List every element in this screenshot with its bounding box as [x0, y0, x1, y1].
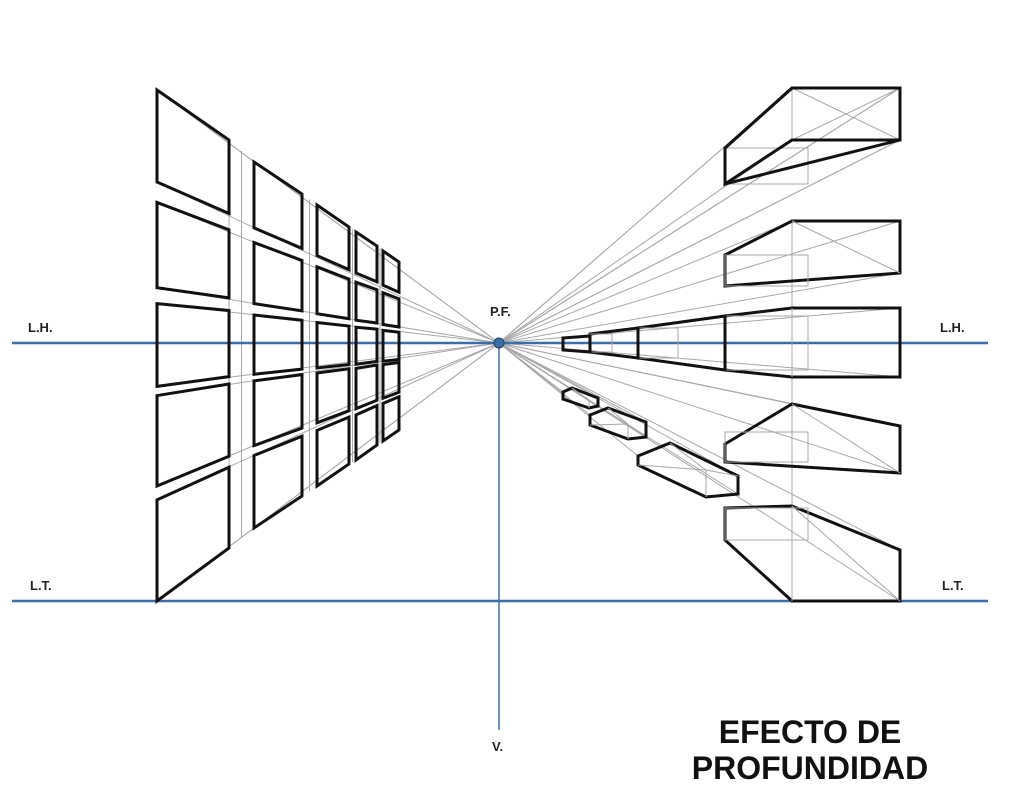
bottom-box-3-inner-line [669, 442, 707, 471]
bottom-prism-boxes [561, 386, 740, 499]
prism-4-back [724, 431, 809, 463]
bottom-box-3 [636, 441, 740, 499]
vanishing-point-label: P.F. [490, 304, 511, 319]
construction-line [498, 307, 901, 344]
ground-line-label-left: L.T. [30, 578, 52, 593]
ground-line-label-right: L.T. [942, 578, 964, 593]
construction-line [498, 220, 793, 344]
prism-4-diag [791, 403, 901, 474]
horizon-line-label-right: L.H. [940, 320, 965, 335]
bottom-box-1-inner-line [571, 387, 590, 401]
grid-panel [252, 159, 304, 251]
prism-top-outline [723, 86, 902, 187]
grid-panel [315, 320, 351, 370]
horizon-prism-1 [561, 334, 592, 354]
construction-line [156, 89, 500, 344]
bottom-box-2-inner-line [589, 423, 629, 426]
grid-panel [381, 248, 401, 295]
grid-panel [155, 301, 231, 389]
prism-5-shape [723, 504, 902, 603]
prism-5-diag [791, 505, 901, 602]
viewpoint-label: V. [492, 739, 504, 754]
construction-line [498, 87, 901, 344]
prism-top-diag [791, 87, 901, 141]
prism-5-back [724, 507, 809, 541]
grid-panel [252, 240, 304, 313]
grid-panel [252, 433, 304, 531]
grid-panel [354, 280, 379, 325]
construction-line [156, 181, 500, 344]
construction-line [498, 342, 739, 495]
grid-panel [252, 372, 304, 448]
grid-panel [381, 360, 401, 401]
prism-4-shape [723, 402, 902, 475]
perspective-diagram [12, 86, 988, 730]
bottom-box-2-inner-line [607, 407, 629, 425]
left-wall-grid [155, 87, 401, 604]
grid-panel [354, 403, 379, 463]
prism-top-shape [723, 86, 902, 186]
horizon-line-label-left: L.H. [28, 320, 53, 335]
bottom-box-3-inner-line [705, 469, 739, 477]
grid-panel [354, 325, 379, 366]
grid-panel [155, 464, 231, 604]
grid-panel [252, 313, 304, 376]
construction-line [498, 342, 739, 477]
grid-panel [381, 328, 401, 363]
construction-line [498, 342, 901, 551]
vanishing-point-marker [493, 337, 505, 349]
grid-panel [315, 367, 351, 425]
bottom-box-3-inner-line [637, 464, 707, 471]
grid-panel [315, 414, 351, 489]
prism-2-diag [791, 220, 901, 274]
grid-panel [315, 202, 351, 272]
title-line-2: PROFUNDIDAD [691, 750, 929, 786]
right-prism-boxes [561, 86, 902, 603]
construction-line [156, 201, 500, 344]
grid-panel [381, 290, 401, 329]
title-line-1: EFECTO DE [718, 714, 902, 750]
grid-panel [315, 264, 351, 321]
grid-panel [381, 394, 401, 444]
grid-panel [155, 382, 231, 489]
grid-panel [354, 363, 379, 411]
construction-line [498, 272, 901, 344]
construction-line [498, 220, 901, 344]
construction-line [498, 139, 901, 344]
construction-line [498, 342, 901, 378]
prism-2-back [724, 254, 809, 287]
grid-panel [155, 87, 231, 216]
construction-lines [156, 87, 901, 602]
grid-panel [354, 229, 379, 285]
diagram-title: EFECTO DE PROFUNDIDAD [600, 714, 1020, 786]
grid-panel [155, 200, 231, 300]
construction-line [498, 342, 901, 474]
